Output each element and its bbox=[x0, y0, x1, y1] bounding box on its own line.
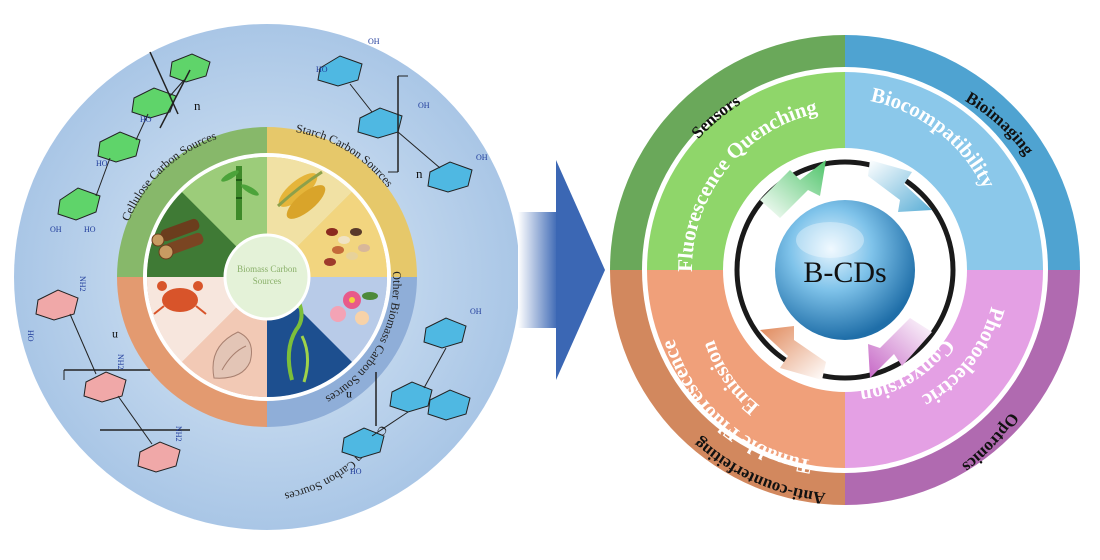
corn-icon bbox=[276, 170, 326, 219]
green-cycle-arrow bbox=[760, 160, 826, 218]
ho-glyph-2: HO bbox=[96, 159, 108, 168]
shell-icon bbox=[212, 331, 252, 379]
blue-cycle-arrow bbox=[868, 160, 932, 212]
bcds-sphere bbox=[775, 200, 915, 340]
ho-glyph-6: HO bbox=[350, 467, 362, 476]
oh-glyph-2: OH bbox=[368, 37, 380, 46]
wood-logs-icon bbox=[151, 218, 204, 260]
starch-molecule: n OH HO OH OH bbox=[316, 37, 488, 193]
beans-icon bbox=[324, 228, 370, 266]
sphere-highlight bbox=[796, 222, 864, 258]
oh-glyph-1: OH bbox=[50, 225, 62, 234]
right-wheel: B-CDs Sensors Bioimaging Optronics Anti-… bbox=[610, 35, 1080, 508]
other-n: n bbox=[346, 389, 352, 403]
nh2-glyph-2: NH2 bbox=[116, 354, 125, 370]
biomass-center-circle bbox=[223, 233, 311, 321]
ho-glyph-3: HO bbox=[140, 115, 152, 124]
arrow-shaft bbox=[518, 212, 558, 328]
seaweed-icon bbox=[286, 299, 309, 383]
cellulose-molecule: n OH HO HO HO bbox=[50, 51, 211, 234]
chitosan-n: n bbox=[112, 329, 118, 343]
inner-dark-ring bbox=[734, 159, 956, 381]
center-label-line1: Biomass Carbon bbox=[237, 264, 297, 274]
other-molecule: n OH HO bbox=[341, 307, 482, 476]
ho-glyph-1: HO bbox=[84, 225, 96, 234]
oh-glyph-3: OH bbox=[418, 101, 430, 110]
left-wheel: Biomass Carbon Sources Cellulose Carbon … bbox=[14, 24, 520, 530]
starch-n: n bbox=[416, 166, 423, 181]
oh-glyph-5: OH bbox=[470, 307, 482, 316]
oh-glyph-4: OH bbox=[476, 153, 488, 162]
purple-cycle-arrow bbox=[868, 318, 932, 378]
flower-icon bbox=[330, 291, 378, 325]
nh2-glyph-1: NH2 bbox=[78, 276, 87, 292]
cellulose-n: n bbox=[194, 98, 201, 113]
chitosan-molecule: n NH2 NH2 NH2 HO bbox=[26, 276, 190, 473]
inner-white-ring bbox=[143, 153, 391, 401]
crab-icon bbox=[153, 281, 207, 315]
nh2-glyph-3: NH2 bbox=[174, 426, 183, 442]
ho-glyph-4: HO bbox=[316, 65, 328, 74]
ho-glyph-5: HO bbox=[26, 330, 35, 342]
bcds-label: B-CDs bbox=[803, 256, 886, 289]
bamboo-icon bbox=[221, 166, 259, 220]
arrow-head bbox=[556, 160, 605, 380]
orange-cycle-arrow bbox=[760, 326, 826, 380]
transition-arrow bbox=[518, 160, 605, 380]
center-label-line2: Sources bbox=[253, 276, 282, 286]
